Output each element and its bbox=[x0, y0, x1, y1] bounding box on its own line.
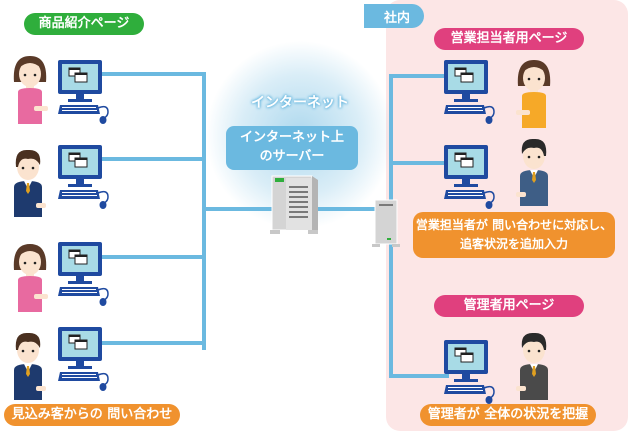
woman-avatar-sales bbox=[512, 56, 556, 130]
inhouse-tab-label: 社内 bbox=[384, 11, 411, 26]
woman-avatar-left-3 bbox=[8, 240, 52, 314]
wire-right-3 bbox=[389, 374, 449, 378]
internet-server-icon bbox=[270, 174, 320, 236]
wire-left-2 bbox=[102, 157, 206, 161]
product-page-label: 商品紹介ページ bbox=[24, 13, 144, 35]
sales-caption: 営業担当者が 問い合わせに対応し、 追客状況を追加入力 bbox=[413, 212, 615, 258]
wire-left-trunk bbox=[202, 72, 206, 350]
computer-icon-left-4 bbox=[56, 325, 112, 391]
wire-right-2 bbox=[389, 161, 449, 165]
computer-icon-left-2 bbox=[56, 143, 112, 209]
admin-page-label: 管理者用ページ bbox=[434, 295, 584, 317]
prospect-inquiry-caption: 見込み客からの 問い合わせ bbox=[4, 404, 180, 426]
computer-icon-sales-1 bbox=[442, 58, 498, 124]
inhouse-server-icon bbox=[371, 198, 401, 250]
wire-left-4 bbox=[102, 341, 206, 345]
computer-icon-left-1 bbox=[56, 58, 112, 124]
wire-server-to-inhouse bbox=[318, 207, 384, 211]
man-avatar-sales bbox=[512, 134, 556, 208]
internet-server-label-line2: のサーバー bbox=[259, 149, 325, 164]
wire-left-3 bbox=[102, 255, 206, 259]
man-avatar-left-4 bbox=[6, 328, 50, 402]
computer-icon-left-3 bbox=[56, 240, 112, 306]
wire-left-1 bbox=[102, 72, 206, 76]
internet-label: インターネット bbox=[251, 95, 349, 111]
admin-caption: 管理者が 全体の状況を把握 bbox=[420, 404, 596, 426]
sales-page-label: 営業担当者用ページ bbox=[434, 28, 584, 50]
internet-server-label-line1: インターネット上 bbox=[239, 130, 344, 145]
computer-icon-admin bbox=[442, 338, 498, 404]
inhouse-tab: 社内 bbox=[364, 4, 424, 28]
man-avatar-admin bbox=[512, 328, 556, 402]
computer-icon-sales-2 bbox=[442, 143, 498, 209]
wire-left-to-server bbox=[202, 207, 282, 211]
internet-server-label: インターネット上 のサーバー bbox=[226, 126, 358, 170]
sales-caption-line2: 追客状況を追加入力 bbox=[459, 237, 568, 251]
sales-caption-line1: 営業担当者が 問い合わせに対応し、 bbox=[415, 218, 613, 232]
woman-avatar-left-1 bbox=[8, 52, 52, 126]
man-avatar-left-2 bbox=[6, 145, 50, 219]
wire-right-1 bbox=[389, 74, 449, 78]
